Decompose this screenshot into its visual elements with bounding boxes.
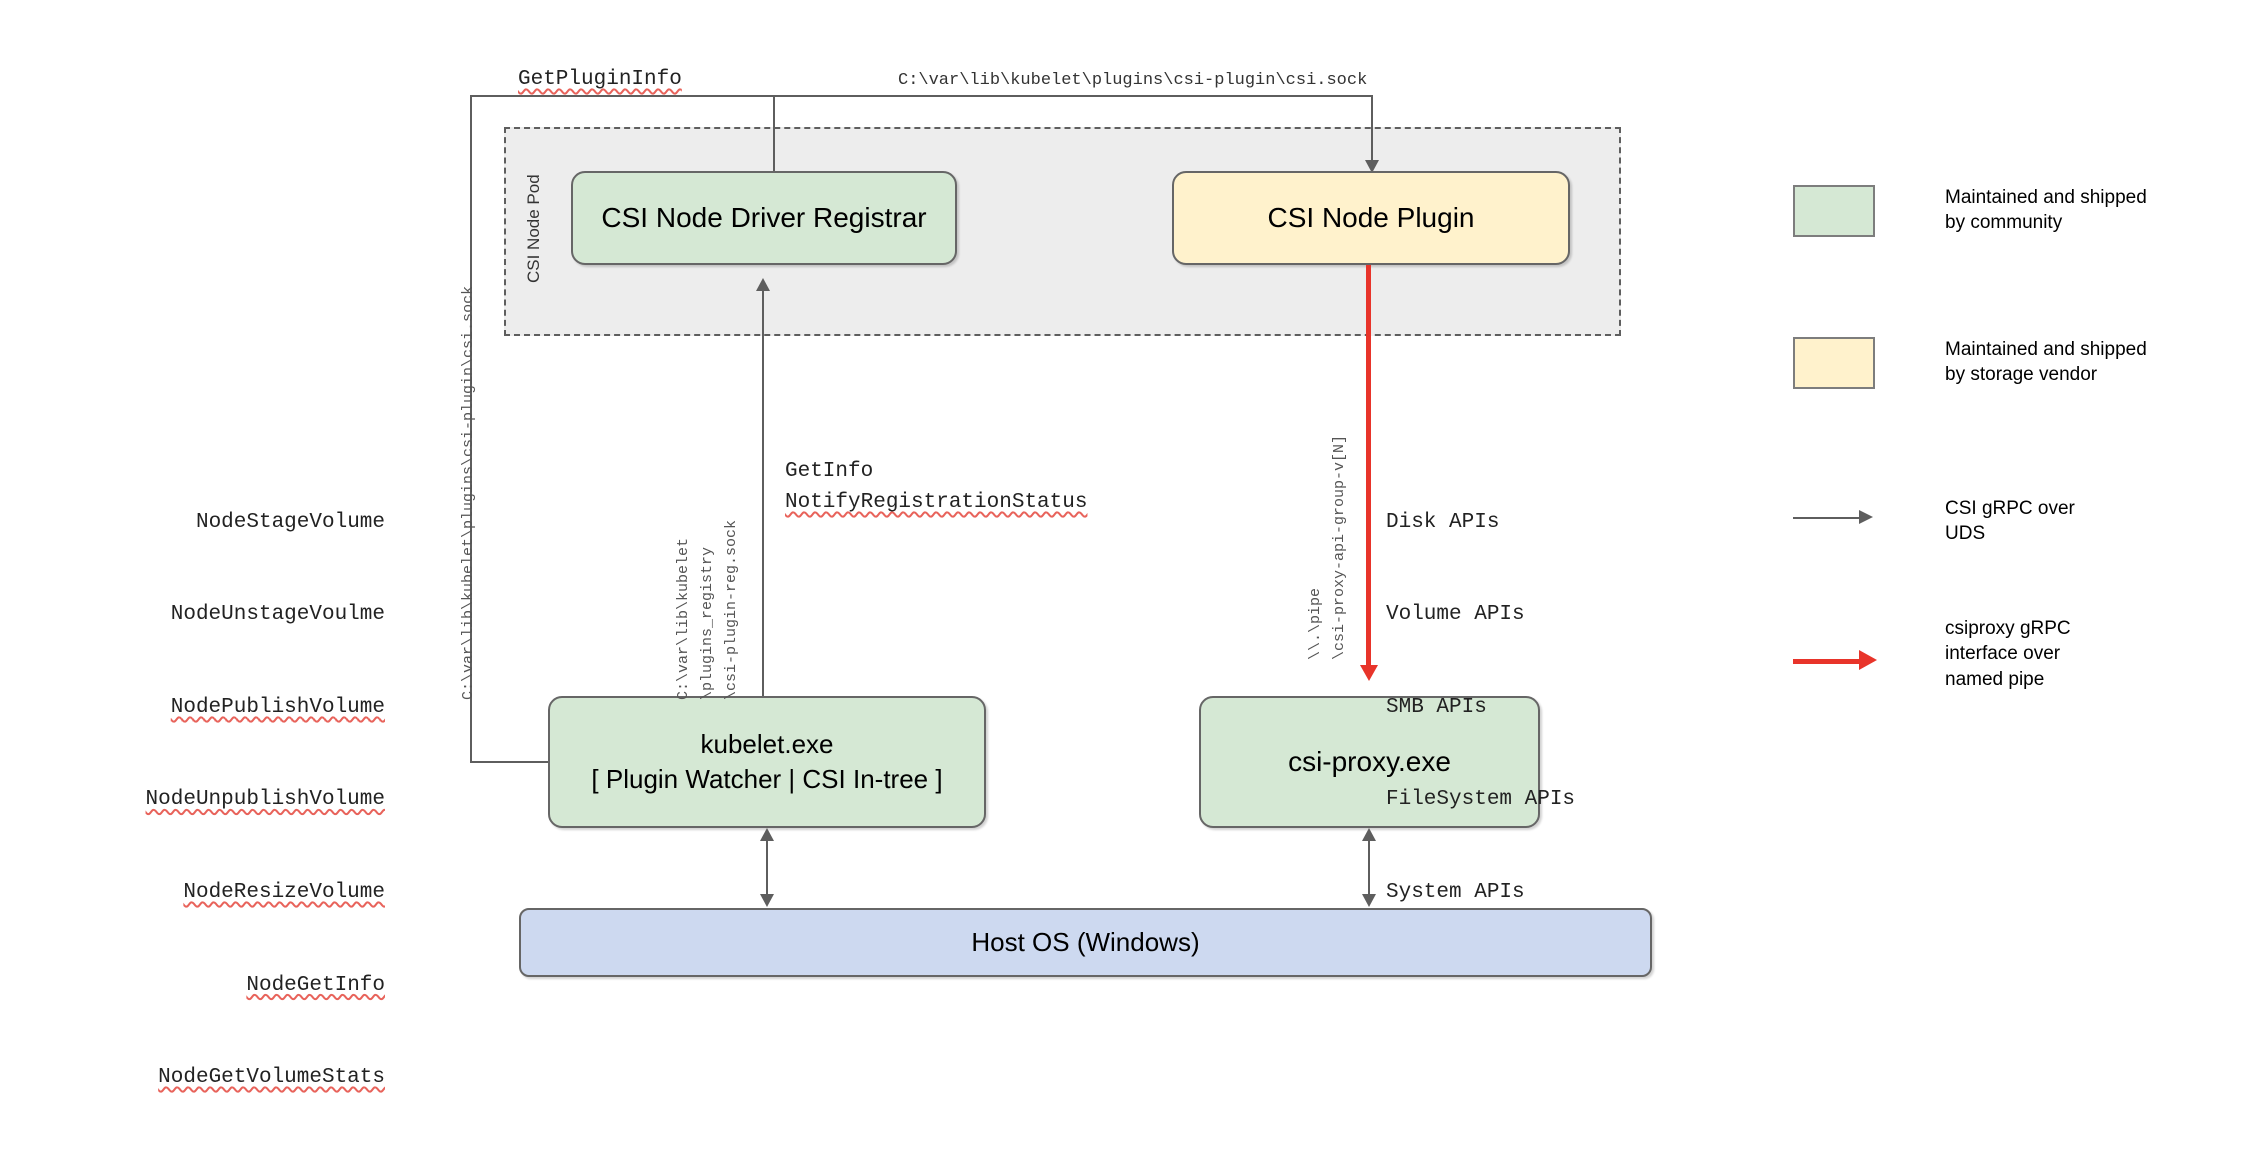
legend-swatch-vendor [1793,337,1875,389]
node-api-call-item: NodeUnpublishVolume [145,788,385,812]
csiproxy-hostos-arrowhead-up [1362,828,1376,841]
kubelet-hostos-arrowhead-up [760,828,774,841]
legend-item-community: Maintained and shipped by community [1793,185,2147,237]
csi-node-plugin-label: CSI Node Plugin [1267,202,1475,234]
node-api-call-item: NodeGetInfo [246,973,385,997]
legend-label-community: Maintained and shipped by community [1945,187,2147,234]
node-api-call-item: NodeGetVolumeStats [158,1066,385,1090]
kubelet-label-secondary: [ Plugin Watcher | CSI In-tree ] [591,764,943,794]
host-os-label: Host OS (Windows) [971,926,1200,957]
csi-proxy-api-item: SMB APIs [1386,695,1487,719]
legend-item-vendor: Maintained and shipped by storage vendor [1793,337,2147,389]
getplugininfo-connector-vertical-left [470,95,472,763]
registry-path-line-1: C:\var\lib\kubelet [675,537,692,700]
named-pipe-line-1: \\.\pipe [1307,587,1324,660]
node-api-call-item: NodeResizeVolume [183,881,385,905]
diagram-canvas: CSI Node Pod GetPluginInfo C:\var\lib\ku… [146,68,2147,1089]
csi-node-plugin-box[interactable]: CSI Node Plugin [1172,171,1570,265]
host-os-box[interactable]: Host OS (Windows) [519,908,1652,977]
csi-node-driver-registrar-label: CSI Node Driver Registrar [601,202,927,234]
kubelet-hostos-connector [766,840,768,896]
registry-path-line-3: \csi-plugin-reg.sock [723,519,740,700]
csiproxy-named-pipe-arrowhead [1360,665,1378,681]
csiproxy-hostos-arrowhead-down [1362,894,1376,907]
legend-arrow-gray-icon [1793,508,1875,528]
named-pipe-label: \\.\pipe \csi-proxy-api-group-v[N] [1304,435,1352,660]
registration-connector [762,290,764,696]
kubelet-label-primary: kubelet.exe [700,728,834,759]
legend-arrow-red-icon [1793,650,1877,671]
registry-path-line-2: \plugins_registry [699,546,716,700]
legend-label-vendor: Maintained and shipped by storage vendor [1945,339,2147,386]
getplugininfo-connector-top [470,95,775,97]
legend-label-csi-grpc-uds: CSI gRPC over UDS [1945,498,2075,545]
notify-registration-status-label: NotifyRegistrationStatus [785,491,1088,514]
csi-sock-arrowhead [1365,160,1379,173]
legend-item-csiproxy-named-pipe: csiproxy gRPC interface over named pipe [1793,618,2071,692]
csi-sock-path-left-label: C:\var\lib\kubelet\plugins\csi-plugin\cs… [460,285,477,700]
csi-proxy-box[interactable]: csi-proxy.exe [1199,696,1540,828]
legend-label-csiproxy-named-pipe: csiproxy gRPC interface over named pipe [1945,618,2071,690]
getplugininfo-label: GetPluginInfo [518,68,682,91]
csiproxy-named-pipe-connector [1366,265,1371,669]
csi-node-driver-registrar-box[interactable]: CSI Node Driver Registrar [571,171,957,265]
csi-sock-connector-top [773,95,1373,97]
registration-arrowhead [756,278,770,291]
csi-sock-connector-drop [1371,95,1373,165]
csi-proxy-api-item: Disk APIs [1386,510,1500,534]
csi-proxy-label: csi-proxy.exe [1288,746,1451,778]
csi-proxy-api-item: FileSystem APIs [1386,788,1576,812]
node-api-call-item: NodeUnstageVoulme [170,603,385,627]
csi-proxy-api-list: Disk APIs Volume APIs SMB APIs FileSyste… [1386,446,1575,971]
node-api-call-item: NodeStageVolume [195,510,385,534]
node-api-call-list: NodeStageVolume NodeUnstageVoulme NodePu… [95,446,385,1156]
getinfo-label: GetInfo [785,460,874,483]
getplugininfo-connector-bottom [470,761,550,763]
registry-path-label: C:\var\lib\kubelet \plugins_registry \cs… [672,520,744,700]
csi-proxy-api-item: Volume APIs [1386,603,1525,627]
csi-node-pod-label: CSI Node Pod [524,174,543,283]
node-api-call-item: NodePublishVolume [170,695,385,719]
getplugininfo-connector-drop [773,95,775,171]
legend-swatch-community [1793,185,1875,237]
kubelet-box[interactable]: kubelet.exe [ Plugin Watcher | CSI In-tr… [548,696,986,828]
kubelet-hostos-arrowhead-down [760,894,774,907]
legend-item-csi-grpc-uds: CSI gRPC over UDS [1793,498,2075,547]
csi-sock-path-top-label: C:\var\lib\kubelet\plugins\csi-plugin\cs… [898,71,1368,90]
csiproxy-hostos-connector [1368,840,1370,896]
named-pipe-line-2: \csi-proxy-api-group-v[N] [1331,434,1348,660]
csi-proxy-api-item: System APIs [1386,881,1525,905]
